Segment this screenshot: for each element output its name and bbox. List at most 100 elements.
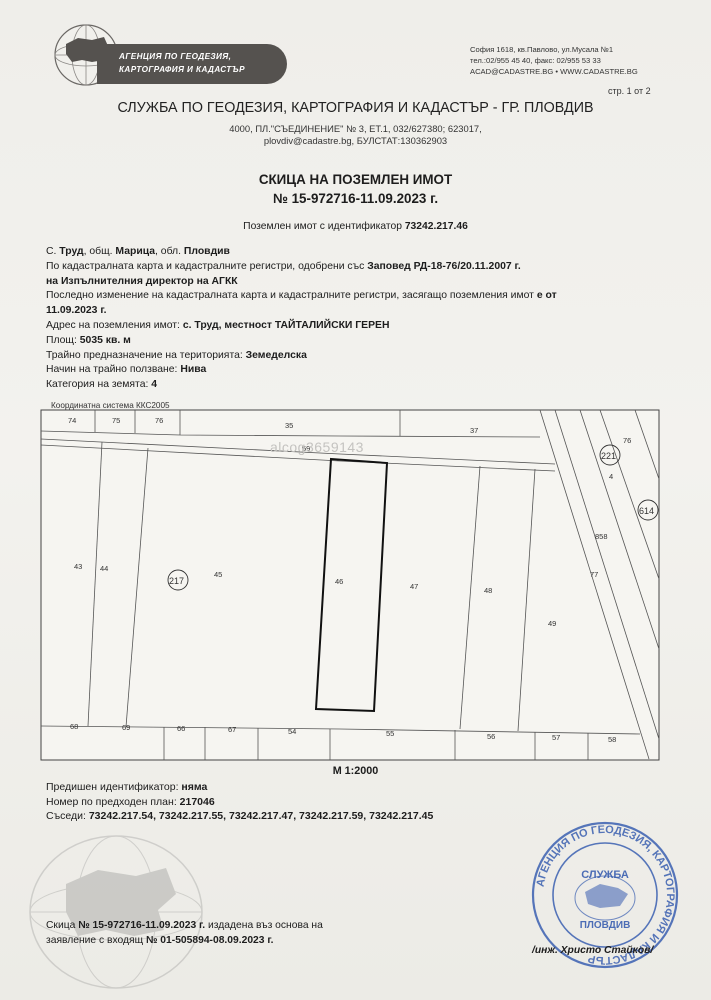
region-name: Пловдив (183, 246, 230, 257)
prev-id-label: Предишен идентификатор: (46, 781, 179, 793)
identifier-value: 73242.217.46 (404, 221, 468, 232)
prev-plan-value: 217046 (179, 795, 215, 808)
parcel-label-57: 57 (552, 733, 560, 742)
official-stamp: АГЕНЦИЯ ПО ГЕОДЕЗИЯ, КАРТОГРАФИЯ И КАДАС… (531, 821, 679, 969)
background-globe-icon (29, 835, 203, 989)
location-line: С. Труд, общ. Марица, обл. Пловдив (46, 245, 666, 260)
footer-issued-text: издадена въз основа на (208, 920, 323, 931)
issuance-footer: Скица № 15-972716-11.09.2023 г. издадена… (46, 919, 486, 949)
map-watermark: alcog3659143 (270, 439, 364, 455)
subject-parcel (314, 457, 389, 713)
last-change-date: 11.09.2023 г. (46, 304, 666, 319)
last-change-date-prefix: е от (536, 290, 557, 302)
cadastral-map: 74 75 76 35 37 76 59 43 44 45 46 47 48 4… (40, 409, 660, 761)
stamp-inner-bottom: ПЛОВДИВ (580, 920, 631, 931)
purpose-label: Трайно предназначение на територията: (46, 349, 243, 361)
parcel-label-68: 68 (70, 722, 78, 731)
approval-order: Заповед РД-18-76/20.11.2007 г. (367, 260, 521, 272)
contact-address: София 1618, кв.Павлово, ул.Мусала №1 (470, 45, 614, 54)
use-value: Нива (180, 364, 207, 376)
circled-label-217: 217 (169, 576, 184, 586)
use-line: Начин на трайно ползване: Нива (46, 363, 666, 378)
parcel-label-67: 67 (228, 725, 236, 734)
neighbors-value: 73242.217.54, 73242.217.55, 73242.217.47… (88, 810, 434, 822)
parcel-label-4: 4 (609, 472, 613, 481)
parcel-label-46: 46 (335, 577, 343, 586)
circled-label-614: 614 (639, 506, 654, 516)
use-label: Начин на трайно ползване: (46, 364, 178, 376)
document-title-line1: СКИЦА НА ПОЗЕМЛЕН ИМОТ (258, 172, 453, 187)
footer-line2: заявление с входящ № 01-505894-08.09.202… (46, 934, 486, 949)
parcel-label-49: 49 (548, 619, 556, 628)
signer-name: /инж. Христо Стайков/ (532, 945, 654, 956)
category-line: Категория на земята: 4 (46, 378, 666, 393)
parcel-labels: 74 75 76 35 37 76 59 43 44 45 46 47 48 4… (68, 416, 631, 744)
agency-name-line1: АГЕНЦИЯ ПО ГЕОДЕЗИЯ, (119, 52, 232, 61)
parcel-label-66: 66 (177, 724, 185, 733)
parcel-label-77: 77 (590, 570, 598, 579)
parcel-label-69: 69 (122, 723, 130, 732)
road-label: 59 (302, 444, 310, 453)
footer-sketch-number: № 15-972716-11.09.2023 г. (78, 920, 206, 931)
property-info: С. Труд, общ. Марица, обл. Пловдив По ка… (46, 245, 666, 393)
agency-name-line2: КАРТОГРАФИЯ И КАДАСТЪР (119, 65, 245, 74)
parcel-label-48: 48 (484, 586, 492, 595)
area-label: Площ: (46, 334, 77, 346)
office-title: СЛУЖБА ПО ГЕОДЕЗИЯ, КАРТОГРАФИЯ И КАДАСТ… (117, 100, 594, 116)
parcel-lines (40, 409, 660, 760)
footer-application-number: № 01-505894-08.09.2023 г. (145, 934, 274, 946)
parcel-label-35: 35 (285, 421, 293, 430)
parcel-label-858: 858 (595, 532, 608, 541)
last-change-date-value: 11.09.2023 г. (46, 305, 107, 317)
area-value: 5035 кв. м (79, 334, 131, 346)
identifier-label: Поземлен имот с идентификатор (243, 221, 402, 232)
address-line: Адрес на поземления имот: с. Труд, местн… (46, 319, 666, 334)
order-issuer: на Изпълнителния директор на АГКК (46, 275, 666, 290)
stamp-inner-top: СЛУЖБА (581, 869, 629, 881)
page-number: стр. 1 от 2 (608, 86, 651, 96)
category-label: Категория на земята: (46, 379, 149, 391)
approval-text: По кадастралната карта и кадастралните р… (46, 260, 365, 272)
region-prefix: , обл. (155, 246, 182, 257)
map-scale: М 1:2000 (332, 765, 379, 777)
footer-line1: Скица № 15-972716-11.09.2023 г. издадена… (46, 919, 486, 934)
contact-web: ACAD@CADASTRE.BG • WWW.CADASTRE.BG (470, 67, 638, 76)
municipality-name: Марица (115, 246, 156, 257)
location-prefix: С. (46, 246, 57, 257)
category-value: 4 (151, 379, 158, 391)
property-identifier: Поземлен имот с идентификатор 73242.217.… (0, 221, 711, 232)
purpose-value: Земеделска (245, 349, 307, 361)
agency-contact: София 1618, кв.Павлово, ул.Мусала №1 тел… (470, 44, 670, 77)
parcel-label-54: 54 (288, 727, 296, 736)
parcel-label-47: 47 (410, 582, 418, 591)
prev-id-line: Предишен идентификатор: няма (46, 780, 666, 795)
office-address-line2: plovdiv@cadastre.bg, БУЛСТАТ:130362903 (263, 135, 448, 146)
parcel-label-76: 76 (155, 416, 163, 425)
document-title: СКИЦА НА ПОЗЕМЛЕН ИМОТ № 15-972716-11.09… (0, 170, 711, 208)
parcel-label-58: 58 (608, 735, 616, 744)
last-change-text: Последно изменение на кадастралната карт… (46, 290, 534, 302)
parcel-label-45: 45 (214, 570, 222, 579)
prev-plan-label: Номер по предходен план: (46, 795, 177, 808)
circled-labels: 217 221 614 (167, 444, 659, 591)
neighbors-line: Съседи: 73242.217.54, 73242.217.55, 7324… (46, 809, 666, 824)
office-address-line1: 4000, ПЛ."СЪЕДИНЕНИЕ" № 3, ЕТ.1, 032/627… (229, 123, 482, 134)
footer-application-label: заявление с входящ (46, 934, 144, 946)
village-name: Труд (59, 246, 84, 257)
contact-phone: тел.:02/955 45 40, факс: 02/955 53 33 (470, 56, 601, 65)
parcel-label-44: 44 (100, 564, 108, 573)
parcel-label-56: 56 (487, 732, 495, 741)
office-address: 4000, ПЛ."СЪЕДИНЕНИЕ" № 3, ЕТ.1, 032/627… (0, 123, 711, 147)
purpose-line: Трайно предназначение на територията: Зе… (46, 349, 666, 364)
parcel-label-55: 55 (386, 729, 394, 738)
parcel-label-76b: 76 (623, 436, 631, 445)
agency-name-bar: АГЕНЦИЯ ПО ГЕОДЕЗИЯ, КАРТОГРАФИЯ И КАДАС… (97, 44, 287, 84)
address-label: Адрес на поземления имот: (46, 319, 180, 331)
area-line: Площ: 5035 кв. м (46, 334, 666, 349)
footer-sketch-label: Скица (46, 920, 76, 931)
prev-id-value: няма (181, 781, 208, 793)
document-number: № 15-972716-11.09.2023 г. (272, 191, 439, 206)
last-change-line: Последно изменение на кадастралната карт… (46, 289, 666, 304)
parcel-label-75: 75 (112, 416, 120, 425)
